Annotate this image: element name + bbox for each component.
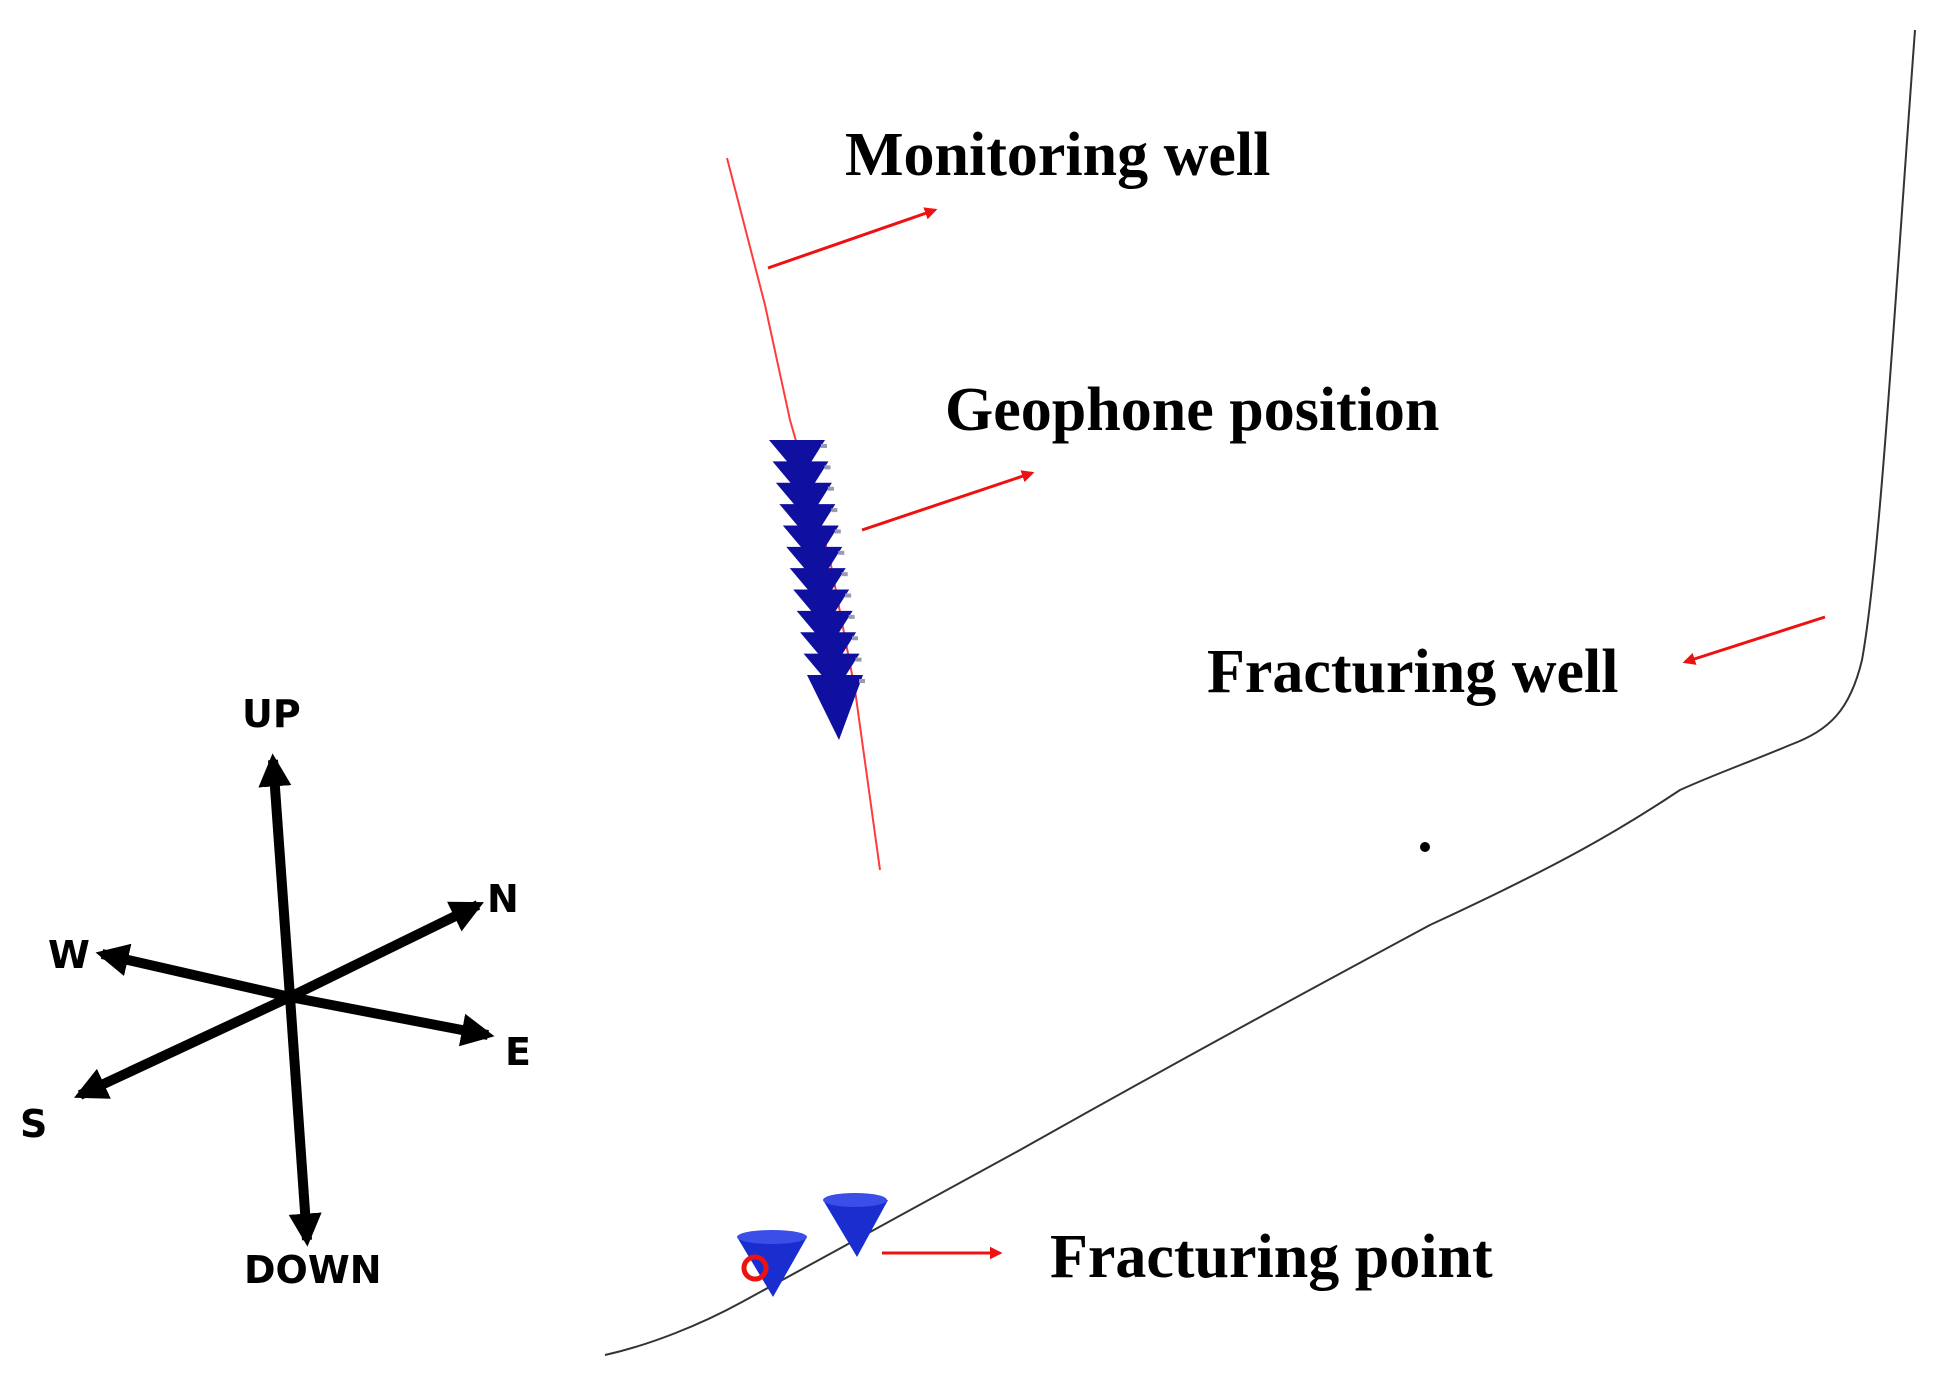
geophone-marker xyxy=(807,675,863,740)
geophone-marker xyxy=(772,461,829,500)
geophone-tick xyxy=(845,593,852,598)
geophone-tick xyxy=(848,614,855,619)
fracturing-well-pointer-arrow xyxy=(1682,615,1826,665)
fracture-event-marker-top xyxy=(823,1193,887,1207)
geophone-marker xyxy=(786,546,843,585)
geophone-marker xyxy=(789,568,846,607)
compass-up-label: UP xyxy=(242,692,301,736)
geophone-position-label: Geophone position xyxy=(945,376,1439,444)
geophone-marker xyxy=(800,632,857,671)
fracture-event-marker xyxy=(737,1237,807,1297)
compass-west-arrow xyxy=(95,943,292,1002)
fracture-event-marker-top xyxy=(737,1230,807,1244)
compass-down-arrow xyxy=(285,996,322,1247)
fracture-marker-group xyxy=(737,1193,888,1297)
fracturing-point-marker xyxy=(741,1254,769,1282)
compass-west-label: W xyxy=(48,933,90,977)
geophone-tick xyxy=(855,657,862,662)
geophone-marker xyxy=(769,440,825,478)
orientation-compass: UP DOWN N S E W xyxy=(20,692,531,1292)
fracturing-well-line xyxy=(604,29,1916,1356)
geophone-tick xyxy=(824,465,831,470)
compass-up-arrow xyxy=(258,753,295,998)
compass-east-label: E xyxy=(505,1030,531,1074)
compass-south-label: S xyxy=(20,1102,47,1146)
geophone-marker xyxy=(803,653,860,692)
geophone-position-pointer-arrow xyxy=(861,470,1035,532)
geophone-marker xyxy=(796,610,853,649)
compass-north-label: N xyxy=(487,877,519,921)
monitoring-well-label: Monitoring well xyxy=(845,121,1270,189)
compass-south-arrow xyxy=(74,992,293,1100)
geophone-tick xyxy=(852,636,859,641)
fracture-event-marker xyxy=(823,1200,888,1257)
geophone-tick xyxy=(831,508,838,513)
geophone-marker xyxy=(775,482,832,521)
geophone-tick xyxy=(838,550,845,555)
geophone-tick xyxy=(841,572,848,577)
event-dot xyxy=(1420,842,1430,852)
fracturing-point-label: Fracturing point xyxy=(1050,1223,1493,1291)
geophone-marker xyxy=(793,589,850,628)
geophone-marker xyxy=(779,504,836,543)
compass-east-arrow xyxy=(289,992,495,1047)
geophone-tick xyxy=(821,444,827,448)
geophone-string xyxy=(769,440,865,740)
monitoring-well-pointer-arrow xyxy=(767,207,938,270)
geophone-tick xyxy=(834,529,841,534)
compass-down-label: DOWN xyxy=(244,1248,382,1292)
geophone-tick xyxy=(827,486,834,491)
compass-north-arrow xyxy=(287,900,484,1002)
geophone-tick xyxy=(859,679,865,683)
geophone-marker xyxy=(782,525,839,564)
fracturing-well-label: Fracturing well xyxy=(1207,638,1619,706)
